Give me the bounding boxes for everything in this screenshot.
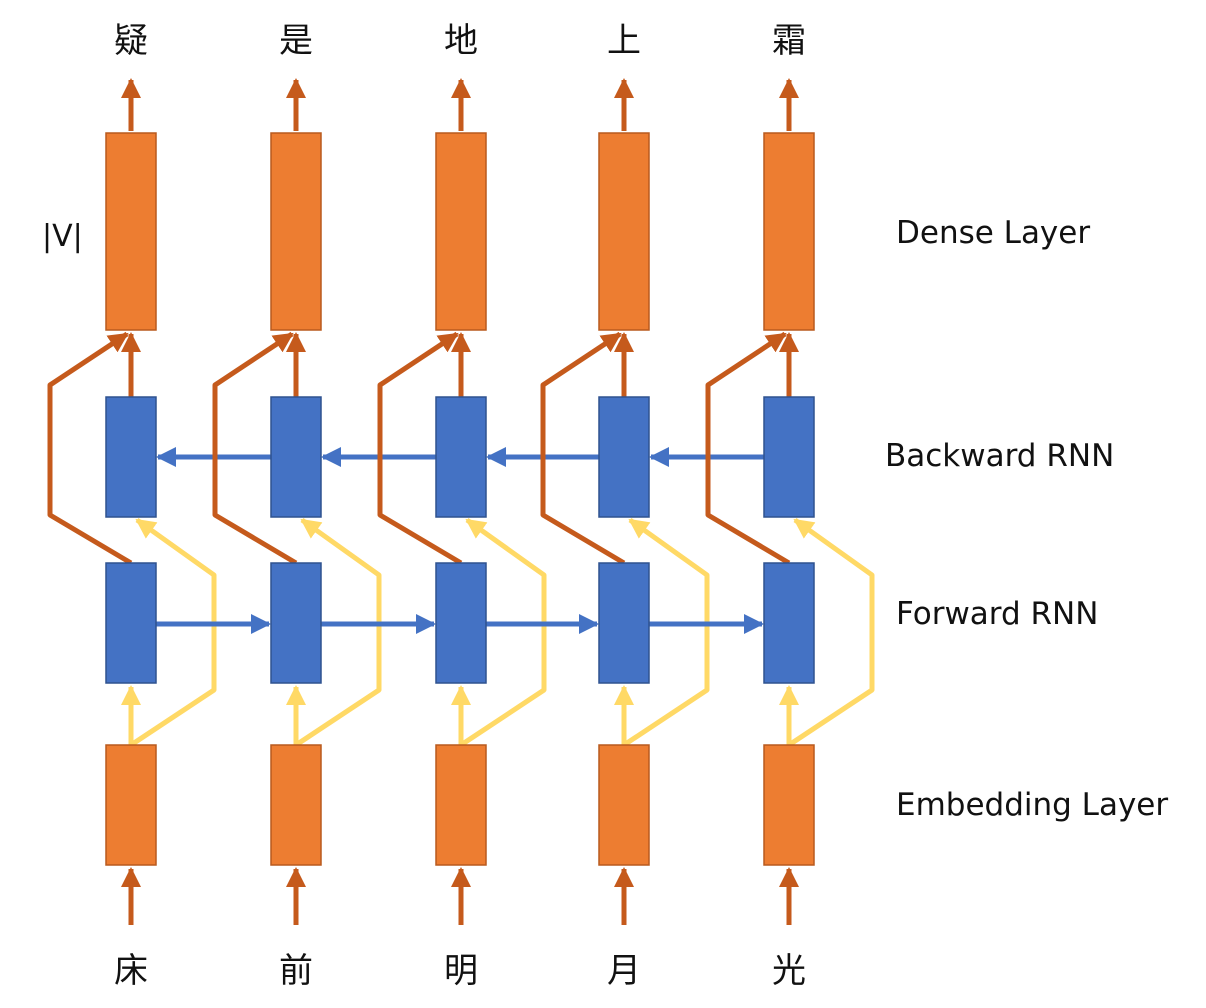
forward-to-dense-arrow-1 [47,331,133,566]
dense-box-3 [435,132,487,331]
input-token-5: 光 [772,951,806,991]
output-token-4: 上 [607,21,641,61]
backward-rnn-cell-1 [105,396,157,518]
output-token-5: 霜 [772,21,806,61]
backward-rnn-cell-4 [598,396,650,518]
embedding-box-5 [763,744,815,866]
forward-rnn-label: Forward RNN [896,596,1098,632]
vocab-size-label: |V| [42,219,83,254]
dense-layer-label: Dense Layer [896,215,1090,251]
backward-rnn-cell-2 [270,396,322,518]
embedding-box-1 [105,744,157,866]
forward-to-dense-arrow-4 [540,331,626,566]
dense-box-4 [598,132,650,331]
output-token-3: 地 [444,21,478,61]
embed-to-backward-arrow-4 [622,517,710,748]
backward-rnn-cell-5 [763,396,815,518]
forward-rnn-cell-1 [105,562,157,684]
embed-to-backward-arrow-5 [787,517,875,748]
input-token-3: 明 [444,951,478,991]
embedding-box-2 [270,744,322,866]
connection-arrows [47,78,875,925]
layer-boxes [105,132,815,866]
forward-to-dense-arrow-3 [377,331,463,566]
dense-box-1 [105,132,157,331]
output-token-1: 疑 [114,21,148,61]
dense-box-2 [270,132,322,331]
forward-to-dense-arrow-2 [212,331,298,566]
forward-rnn-cell-2 [270,562,322,684]
backward-rnn-cell-3 [435,396,487,518]
backward-rnn-label: Backward RNN [885,438,1114,474]
embed-to-backward-arrow-3 [459,517,547,748]
forward-rnn-cell-5 [763,562,815,684]
embedding-box-4 [598,744,650,866]
dense-box-5 [763,132,815,331]
embedding-box-3 [435,744,487,866]
forward-to-dense-arrow-5 [705,331,791,566]
input-token-2: 前 [279,951,313,991]
input-token-4: 月 [607,951,641,991]
forward-rnn-cell-4 [598,562,650,684]
embedding-layer-label: Embedding Layer [896,787,1168,823]
embed-to-backward-arrow-1 [129,517,217,748]
output-token-2: 是 [279,21,313,61]
embed-to-backward-arrow-2 [294,517,382,748]
forward-rnn-cell-3 [435,562,487,684]
input-token-1: 床 [114,951,148,991]
